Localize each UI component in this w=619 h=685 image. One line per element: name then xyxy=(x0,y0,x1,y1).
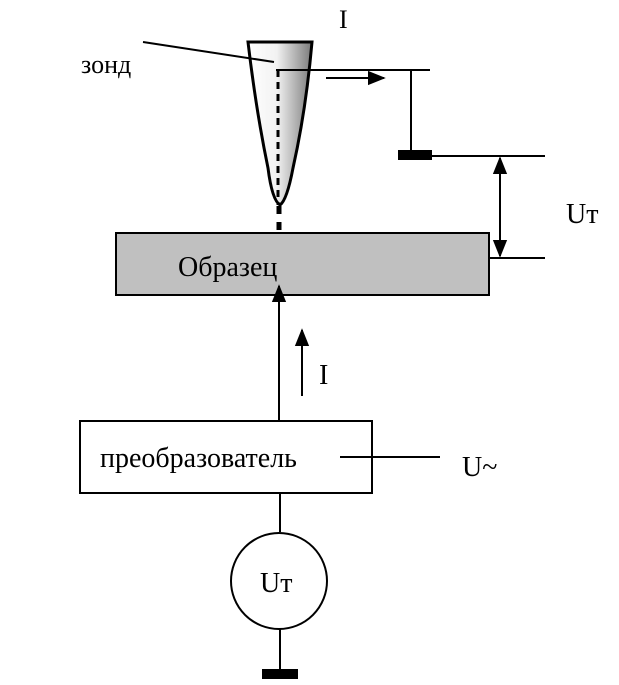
ac-voltage-label: U~ xyxy=(462,452,497,483)
sample-label: Образец xyxy=(178,252,277,283)
probe-tip xyxy=(246,40,314,207)
ground-symbol-bottom xyxy=(262,669,298,679)
probe-leader-line xyxy=(142,41,275,63)
source-voltage-label: Uт xyxy=(260,568,292,599)
ground-symbol-top xyxy=(398,150,432,160)
converter-box xyxy=(79,420,373,494)
current-label-mid: I xyxy=(319,360,328,391)
gap-voltage-label: Uт xyxy=(566,199,598,230)
current-label-top: I xyxy=(339,5,348,34)
converter-label: преобразователь xyxy=(100,443,297,474)
sample-block xyxy=(115,232,490,296)
probe-label: зонд xyxy=(81,50,131,79)
